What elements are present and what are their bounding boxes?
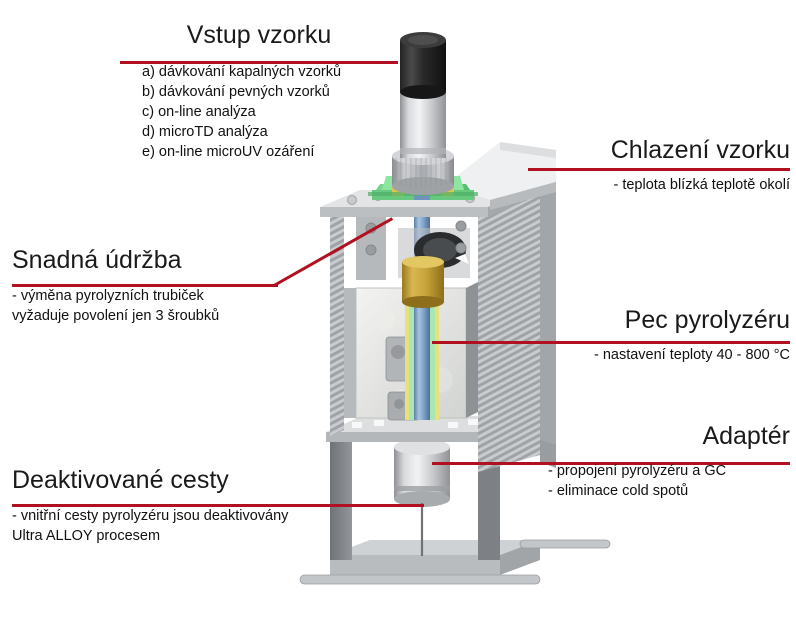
- callout-adapter-body: - propojení pyrolyzéru a GC - eliminace …: [548, 461, 790, 501]
- callout-sample-cooling: Chlazení vzorku - teplota blízká teplotě…: [528, 137, 790, 195]
- black-sample-cap: [400, 32, 446, 99]
- sample-inlet-line-b: b) dávkování pevných vzorků: [142, 84, 330, 101]
- callout-deactivated-paths-title: Deaktivované cesty: [12, 466, 229, 494]
- brass-heater-block: [402, 256, 444, 308]
- callout-adapter: Adaptér - propojení pyrolyzéru a GC - el…: [548, 423, 790, 501]
- deactivated-paths-line-1: - vnitřní cesty pyrolyzéru jsou deaktivo…: [12, 508, 289, 525]
- leader-adapter: [432, 462, 790, 465]
- sample-cooling-line-1: - teplota blízká teplotě okolí: [613, 177, 790, 194]
- leader-easy-maintenance-rule: [12, 284, 278, 287]
- callout-easy-maintenance-body: - výměna pyrolyzních trubiček vyžaduje p…: [12, 286, 298, 326]
- callout-pyrolyzer-furnace: Pec pyrolyzéru - nastavení teploty 40 - …: [548, 307, 790, 365]
- leader-sample-cooling: [528, 168, 790, 171]
- adapter-line-2: - eliminace cold spotů: [548, 483, 689, 500]
- callout-pyrolyzer-furnace-body: - nastavení teploty 40 - 800 °C: [548, 345, 790, 365]
- deactivated-paths-line-2: Ultra ALLOY procesem: [12, 528, 161, 545]
- pyrolyzer-furnace-line-1: - nastavení teploty 40 - 800 °C: [593, 347, 790, 364]
- callout-adapter-title: Adaptér: [702, 422, 790, 450]
- callout-sample-inlet: Vstup vzorku a) dávkování kapalných vzor…: [120, 22, 398, 162]
- sample-inlet-line-a: a) dávkování kapalných vzorků: [142, 64, 342, 81]
- callout-easy-maintenance: Snadná údržba - výměna pyrolyzních trubi…: [12, 247, 298, 326]
- adapter-line-1: - propojení pyrolyzéru a GC: [548, 463, 727, 480]
- callout-sample-inlet-title: Vstup vzorku: [186, 21, 332, 49]
- easy-maintenance-line-1: - výměna pyrolyzních trubiček: [12, 288, 204, 305]
- leader-deactivated-paths: [12, 504, 424, 507]
- upper-housing-block: [356, 212, 470, 308]
- callout-pyrolyzer-furnace-title: Pec pyrolyzéru: [624, 306, 790, 334]
- sample-inlet-line-d: d) microTD analýza: [142, 124, 268, 141]
- gc-adapter-cylinder: [394, 439, 450, 507]
- leader-sample-inlet: [120, 61, 398, 64]
- callout-deactivated-paths: Deaktivované cesty - vnitřní cesty pyrol…: [12, 467, 386, 546]
- callout-sample-cooling-title: Chlazení vzorku: [610, 136, 790, 164]
- top-sloped-cover: [444, 142, 556, 210]
- callout-sample-cooling-body: - teplota blízká teplotě okolí: [528, 175, 790, 195]
- left-heatsink-strip: [330, 200, 344, 436]
- sample-inlet-line-c: c) on-line analýza: [142, 104, 256, 121]
- callout-deactivated-paths-body: - vnitřní cesty pyrolyzéru jsou deaktivo…: [12, 506, 386, 546]
- easy-maintenance-line-2: vyžaduje povolení jen 3 šroubků: [12, 308, 220, 325]
- sample-inlet-line-e: e) on-line microUV ozáření: [142, 144, 315, 161]
- callout-easy-maintenance-title: Snadná údržba: [12, 246, 182, 274]
- callout-sample-inlet-body: a) dávkování kapalných vzorků b) dávková…: [142, 62, 398, 162]
- leader-pyrolyzer-furnace: [432, 341, 790, 344]
